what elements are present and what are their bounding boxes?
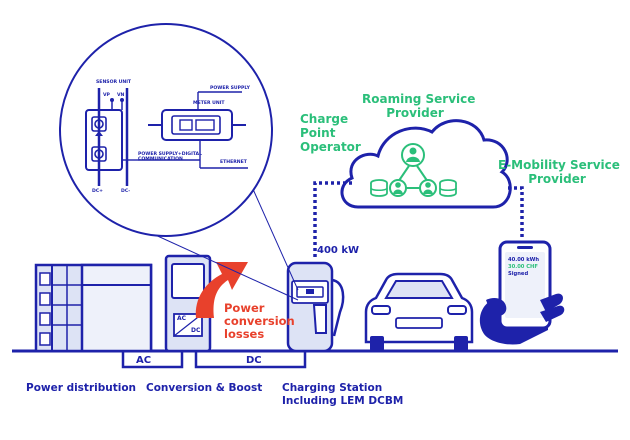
emobility-service-provider-label: E-Mobility Service Provider: [498, 158, 620, 186]
phone-status-value: Signed: [508, 271, 529, 277]
dotted-link-station: [313, 181, 352, 258]
power-conversion-losses-label: Power conversion losses: [224, 301, 295, 341]
charge-point-operator-label: Charge Point Operator: [300, 112, 361, 154]
converter-ac-label: AC: [177, 315, 187, 322]
sensor-unit-label: SENSOR UNIT: [96, 80, 132, 85]
meter-unit-label: METER UNIT: [193, 101, 225, 106]
zoom-circle: [59, 23, 273, 237]
vn-label: VN: [117, 93, 125, 98]
power-kw-label: 400 kW: [317, 245, 360, 256]
power-loss-arrow: [195, 262, 248, 318]
charging-station: [286, 261, 345, 353]
dc-label: DC: [246, 355, 262, 366]
ethernet-label: ETHERNET: [220, 160, 247, 165]
power-distribution-cabinet: [34, 263, 153, 353]
power-distribution-label: Power distribution: [26, 382, 137, 394]
converter-dc-label: DC: [191, 327, 201, 334]
dotted-link-phone: [508, 186, 524, 240]
phone-price-value: 30.00 CHF: [508, 264, 538, 270]
dc-minus-label: DC-: [121, 189, 131, 194]
converter-unit: [164, 254, 212, 353]
vp-label: VP: [103, 93, 110, 98]
conversion-boost-label: Conversion & Boost: [146, 382, 263, 394]
charging-station-label: Charging Station Including LEM DCBM: [282, 382, 404, 407]
dc-bracket: [194, 351, 307, 369]
ac-label: AC: [136, 355, 152, 366]
phone-energy-value: 40.00 kWh: [508, 257, 540, 263]
car: [364, 272, 474, 351]
network-icon: [389, 143, 437, 197]
dc-plus-label: DC+: [92, 189, 104, 194]
ac-bracket: [121, 351, 184, 369]
coin-stack-icon-right: [439, 179, 457, 197]
hand-with-phone: [479, 240, 565, 345]
roaming-service-provider-label: Roaming Service Provider: [362, 92, 476, 120]
power-supply-label: POWER SUPPLY: [210, 86, 250, 91]
zoom-line-bottom: [139, 227, 299, 301]
coin-stack-icon-left: [370, 179, 388, 197]
